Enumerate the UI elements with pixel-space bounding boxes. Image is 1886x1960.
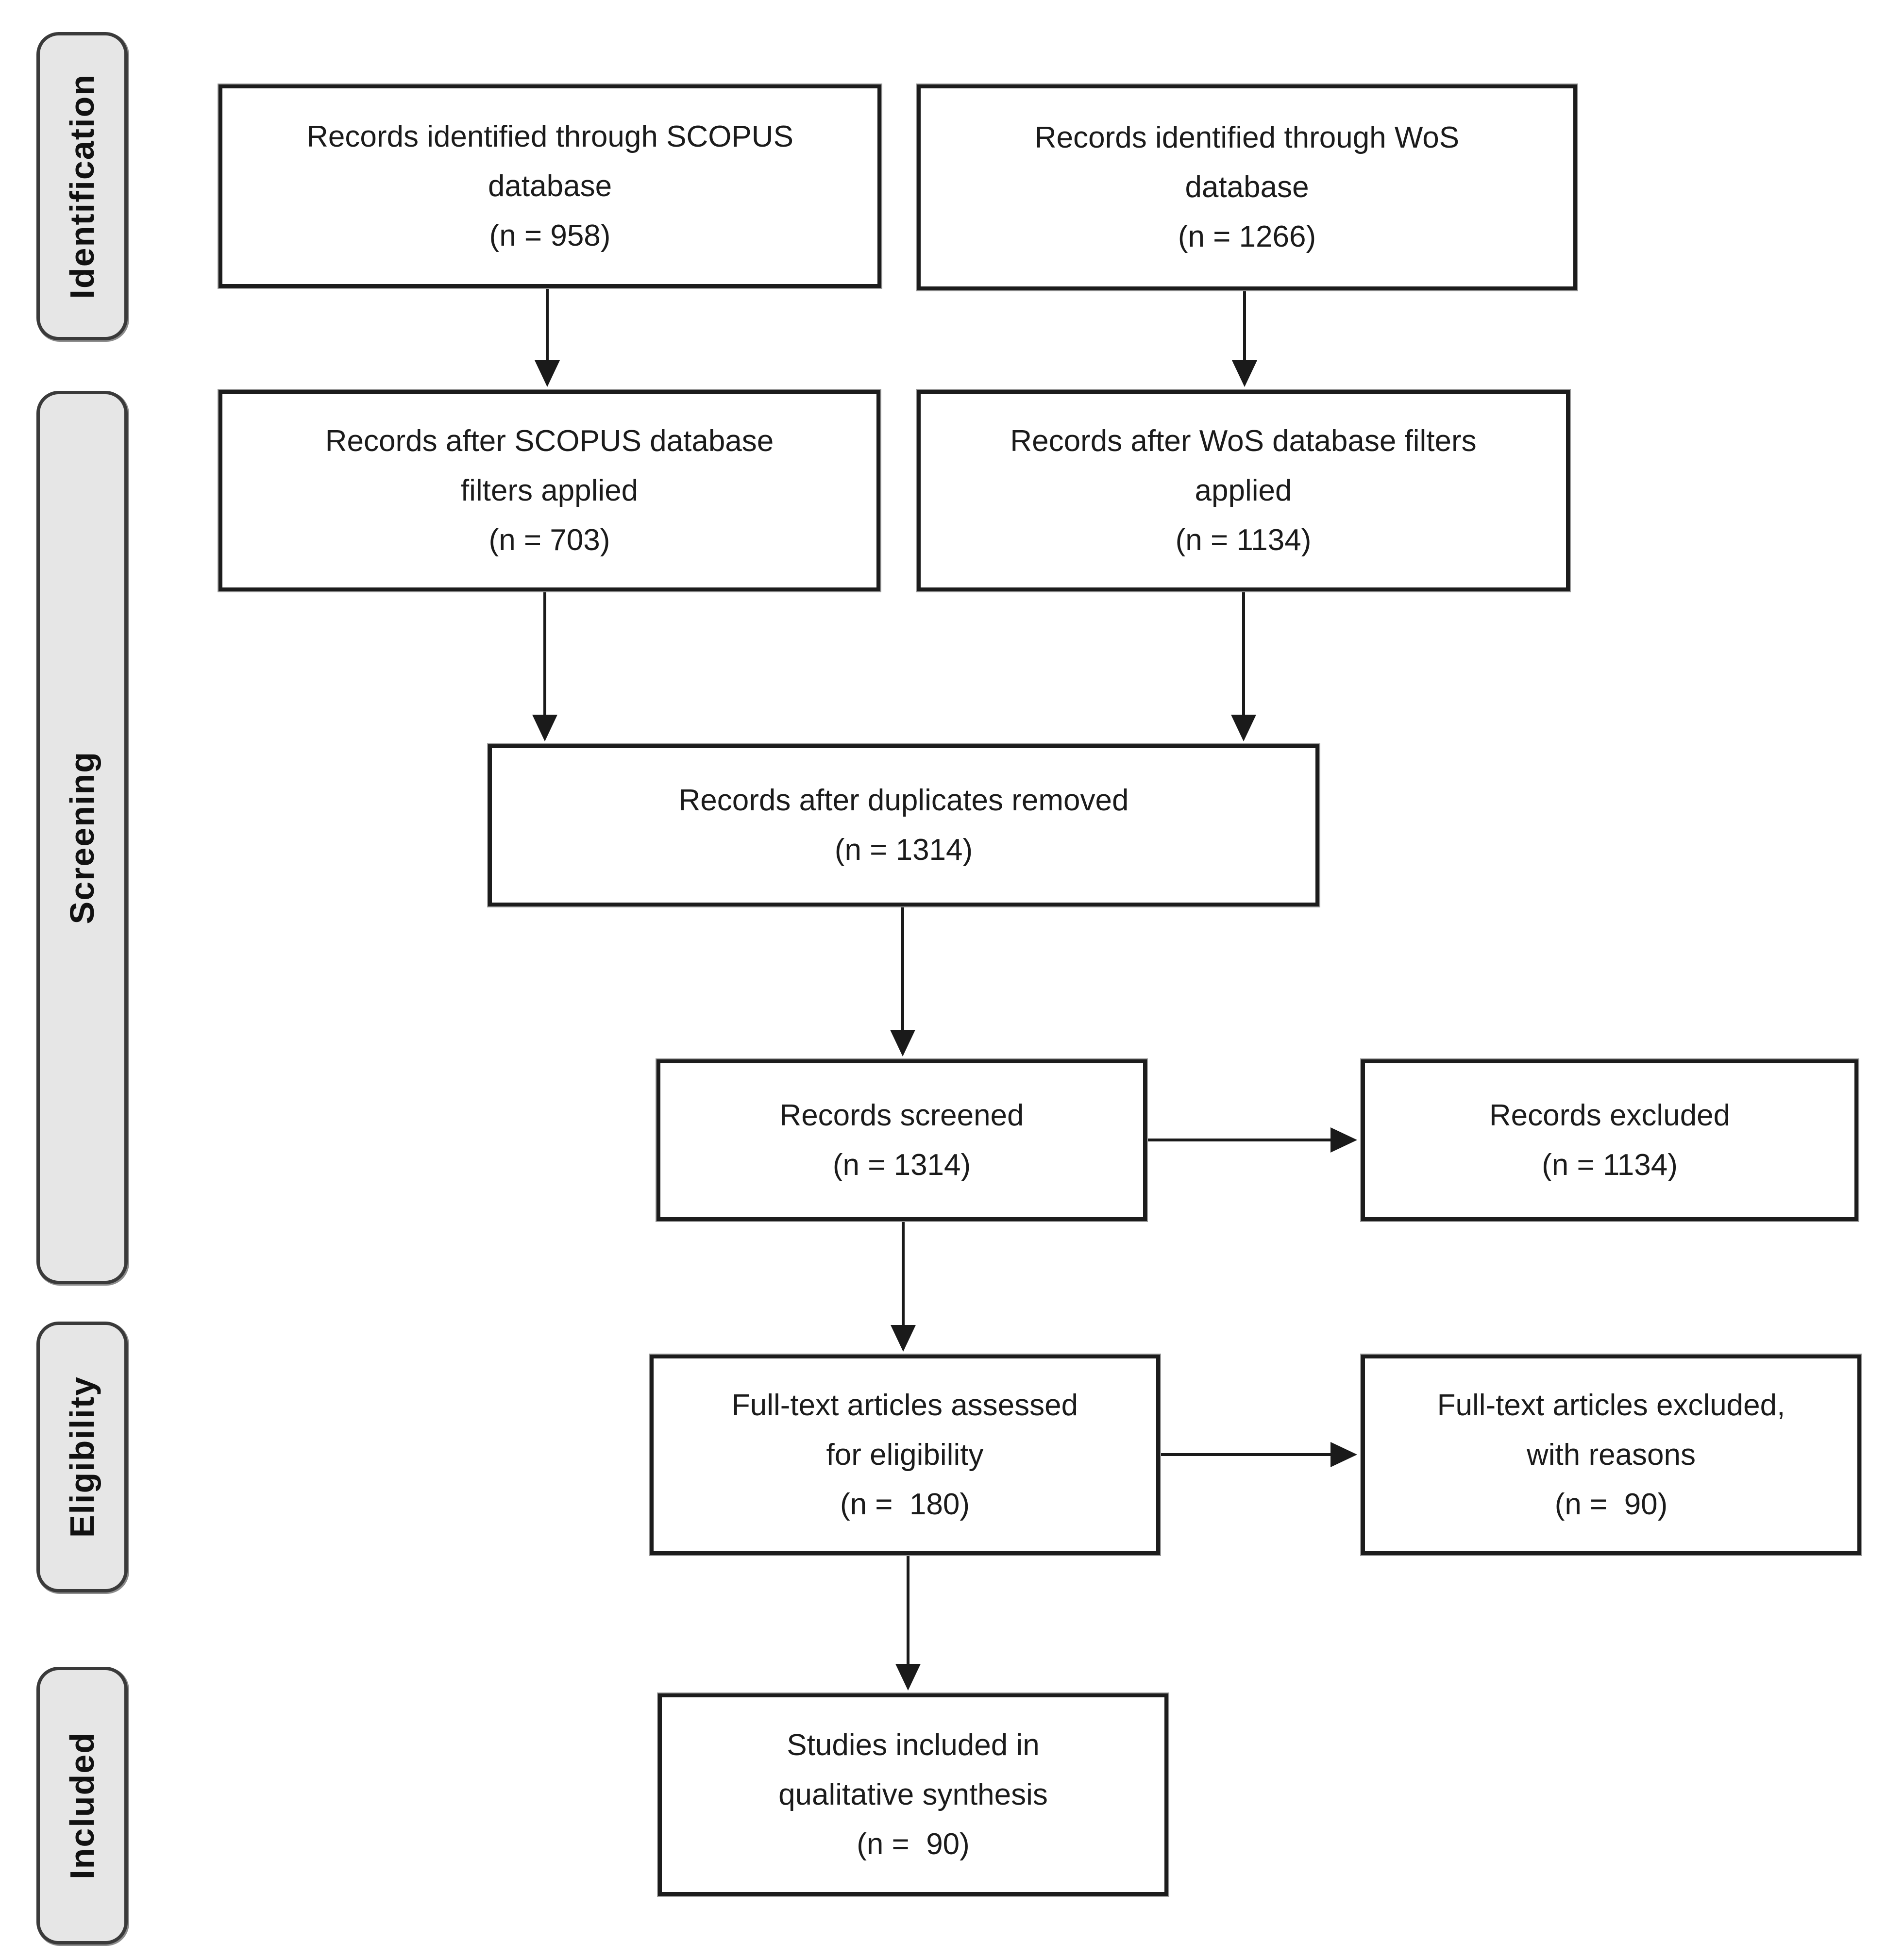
arrow-wos-filtered-to-duplicates-removed [1231,591,1256,741]
box-count: (n = 90) [1554,1487,1668,1521]
arrow-head [1330,1442,1357,1467]
box-count: (n = 958) [489,218,611,252]
arrow-scopus-identified-to-scopus-filtered [535,288,560,387]
box-records-identified-wos: Records identified through WoS database … [917,84,1577,290]
box-line: qualitative synthesis [778,1777,1048,1811]
box-records-after-duplicates-removed: Records after duplicates removed (n = 13… [488,744,1319,906]
arrow-scopus-filtered-to-duplicates-removed [532,591,557,741]
box-records-excluded: Records excluded (n = 1134) [1361,1059,1858,1221]
box-count: (n = 1266) [1178,220,1316,253]
arrow-wos-identified-to-wos-filtered [1232,290,1257,387]
arrow-head [895,1664,921,1691]
box-line: filters applied [460,473,639,507]
box-records-identified-scopus: Records identified through SCOPUS databa… [219,84,881,288]
stage-label-eligibility: Eligibility [36,1322,128,1592]
box-line: Records screened [779,1098,1024,1132]
stage-label-included: Included [36,1667,128,1944]
box-count: (n = 1134) [1175,523,1312,557]
box-count: (n = 180) [840,1487,970,1521]
box-line: database [488,169,612,203]
box-line: Records after SCOPUS database [325,424,774,458]
box-line: database [1185,170,1309,204]
box-line: Records after duplicates removed [678,784,1129,817]
box-line: Records after WoS database filters [1010,424,1477,458]
box-count: (n = 1134) [1542,1148,1678,1182]
box-count: (n = 703) [488,523,610,557]
box-studies-included: Studies included in qualitative synthesi… [658,1693,1168,1896]
box-line: Records identified through SCOPUS [306,119,793,153]
box-count: (n = 1314) [832,1148,971,1182]
box-line: applied [1195,473,1292,507]
box-fulltext-excluded: Full-text articles excluded, with reason… [1361,1355,1861,1555]
box-count: (n = 90) [857,1827,970,1861]
arrow-duplicates-removed-to-records-screened [890,906,915,1056]
arrow-fulltext-assessed-to-studies-included [895,1555,921,1691]
box-records-screened: Records screened (n = 1314) [657,1059,1147,1221]
box-count: (n = 1314) [834,833,973,867]
box-records-after-scopus-filters: Records after SCOPUS database filters ap… [219,390,880,591]
arrow-records-screened-to-records-excluded [1147,1127,1357,1153]
box-line: Studies included in [787,1728,1040,1762]
box-line: Records identified through WoS [1034,121,1460,154]
arrow-head [532,715,557,741]
box-line: with reasons [1526,1438,1696,1472]
arrow-head [1330,1127,1357,1153]
box-line: for eligibility [826,1438,984,1472]
arrow-head [891,1325,916,1352]
arrow-records-screened-to-fulltext-assessed [891,1221,916,1352]
box-records-after-wos-filters: Records after WoS database filters appli… [917,390,1570,591]
arrow-head [535,360,560,387]
box-line: Full-text articles excluded, [1437,1388,1785,1422]
stage-label-screening: Screening [36,391,128,1284]
box-line: Records excluded [1489,1098,1731,1132]
box-fulltext-assessed: Full-text articles assessed for eligibil… [650,1355,1160,1555]
box-line: Full-text articles assessed [731,1388,1078,1422]
arrow-fulltext-assessed-to-fulltext-excluded [1160,1442,1357,1467]
arrow-head [1231,715,1256,741]
arrow-head [1232,360,1257,387]
arrow-head [890,1030,915,1056]
stage-label-identification: Identification [36,32,128,340]
